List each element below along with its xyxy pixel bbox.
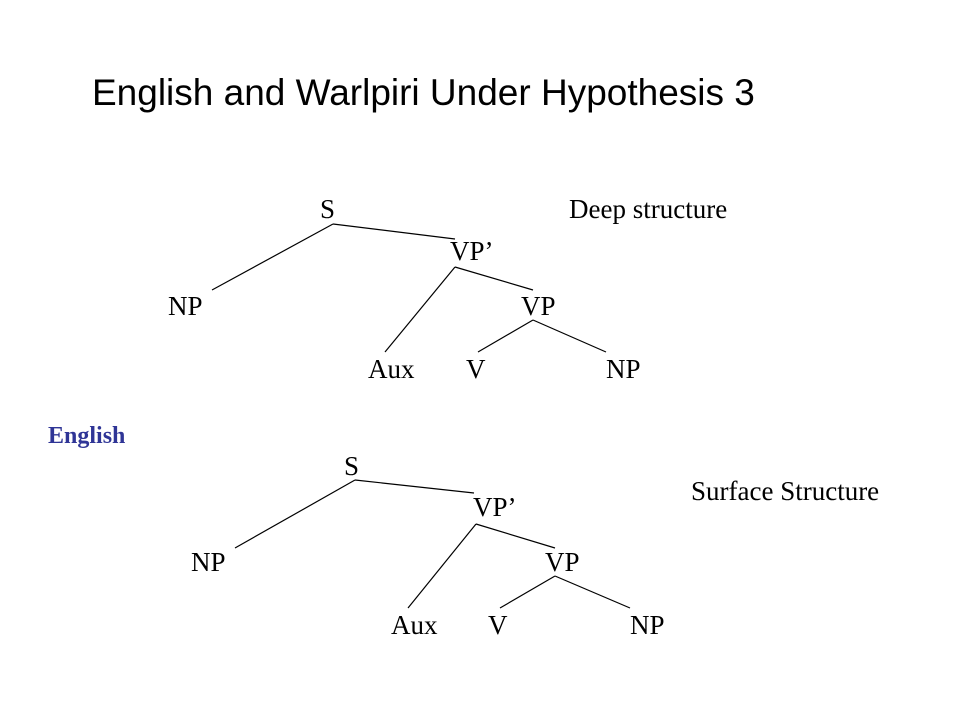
node-np-subject: NP: [168, 291, 203, 321]
branch-vpprime-vp: [454, 266, 534, 291]
branch-s-np: [234, 479, 356, 549]
branch-vpprime-aux: [384, 266, 456, 353]
branch-s-vpprime: [332, 223, 456, 240]
branch-s-np: [211, 223, 334, 291]
branch-vp-v: [499, 575, 556, 609]
slide-title: English and Warlpiri Under Hypothesis 3: [92, 72, 755, 113]
branch-vp-v: [477, 319, 534, 353]
surface-structure-caption: Surface Structure: [691, 476, 880, 506]
node-np-object: NP: [606, 354, 641, 384]
node-vp: VP: [545, 547, 580, 577]
node-aux: Aux: [368, 354, 415, 384]
deep-structure-caption: Deep structure: [569, 194, 728, 224]
language-label: English: [48, 423, 126, 449]
node-v: V: [466, 354, 486, 384]
node-np-subject: NP: [191, 547, 226, 577]
node-vpprime: VP’: [450, 236, 494, 266]
branch-s-vpprime: [354, 479, 475, 494]
node-vpprime: VP’: [473, 492, 517, 522]
branch-vpprime-aux: [407, 523, 477, 609]
node-vp: VP: [521, 291, 556, 321]
node-aux: Aux: [391, 610, 438, 640]
node-v: V: [488, 610, 508, 640]
branch-vp-np: [532, 319, 607, 353]
node-s: S: [320, 194, 336, 224]
node-s: S: [344, 451, 360, 481]
branch-vp-np: [554, 575, 631, 609]
node-np-object: NP: [630, 610, 665, 640]
branch-vpprime-vp: [475, 523, 556, 549]
